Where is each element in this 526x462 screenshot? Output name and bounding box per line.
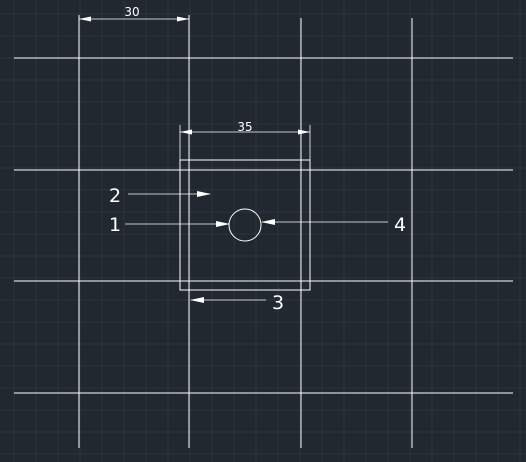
callout-3-label: 3: [272, 292, 284, 314]
dimension-35-right-arrow-icon: [298, 129, 310, 135]
callout-2[interactable]: 2: [109, 185, 211, 207]
construction-grid: [14, 15, 513, 448]
callout-2-label: 2: [109, 185, 121, 207]
callout-3[interactable]: 3: [190, 292, 284, 314]
square-outline[interactable]: [179, 159, 311, 291]
dimension-30-text: 30: [124, 5, 139, 19]
callout-1[interactable]: 1: [109, 214, 230, 236]
callout-4-arrow-icon: [261, 219, 275, 225]
callout-4-label: 4: [394, 214, 406, 236]
callout-3-arrow-icon: [190, 297, 204, 303]
callout-1-arrow-icon: [216, 221, 230, 227]
dimension-30-right-arrow-icon: [177, 16, 189, 22]
callout-2-arrow-icon: [197, 191, 211, 197]
center-hole-circle[interactable]: [228, 208, 262, 242]
dimension-35-text: 35: [237, 120, 252, 134]
dimension-30[interactable]: 30: [79, 5, 189, 22]
callout-4[interactable]: 4: [261, 214, 406, 236]
dimension-30-left-arrow-icon: [79, 16, 91, 22]
dimension-35[interactable]: 35: [179, 120, 311, 160]
callout-1-label: 1: [109, 214, 121, 236]
dimension-35-left-arrow-icon: [180, 129, 192, 135]
